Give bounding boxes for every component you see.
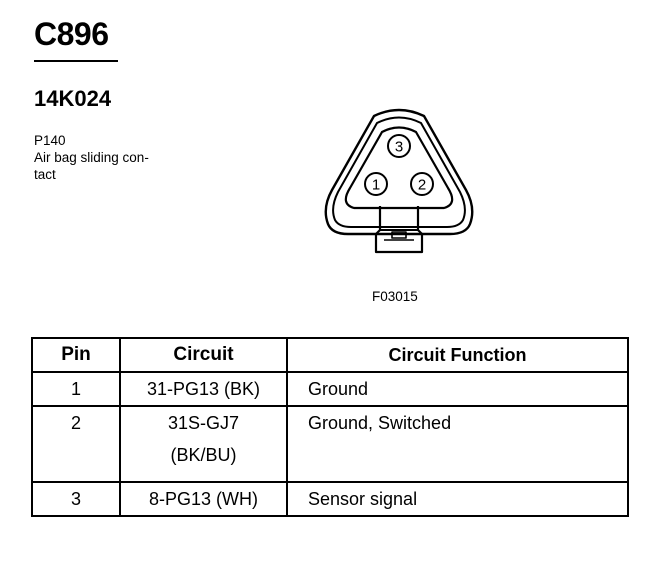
table-row: 1 31-PG13 (BK) Ground xyxy=(31,371,629,407)
header-circuit-function: Circuit Function xyxy=(286,337,629,373)
circuit-code: 8-PG13 (WH) xyxy=(119,481,288,517)
table-row: 3 8-PG13 (WH) Sensor signal xyxy=(31,481,629,517)
description-line-location: P140 xyxy=(34,133,66,148)
pin-label-1: 1 xyxy=(372,177,380,194)
description-line-2: tact xyxy=(34,167,56,182)
circuit-function: Ground xyxy=(286,371,629,407)
circuit-code-line: 31S-GJ7 xyxy=(167,413,240,433)
table-header-row: Pin Circuit Circuit Function xyxy=(31,337,629,373)
pin-number: 1 xyxy=(31,371,121,407)
circuit-function: Ground, Switched xyxy=(286,405,629,483)
pin-table: Pin Circuit Circuit Function 1 31-PG13 (… xyxy=(31,337,629,517)
title-underline xyxy=(34,60,118,62)
part-number: 14K024 xyxy=(34,86,112,111)
pin-cavity-1 xyxy=(364,172,388,196)
connector-pin-face xyxy=(344,126,454,210)
figure-code: F03015 xyxy=(372,289,418,304)
connector-outer-shell xyxy=(324,108,474,236)
header-circuit: Circuit xyxy=(119,337,288,373)
connector-face-diagram: 3 1 2 xyxy=(324,108,474,254)
pin-cavity-2 xyxy=(410,172,434,196)
connector-id: C896 xyxy=(34,16,109,52)
circuit-function: Sensor signal xyxy=(286,481,629,517)
circuit-code: 31S-GJ7 (BK/BU) xyxy=(119,405,288,483)
pin-label-3: 3 xyxy=(395,139,403,156)
pin-label-2: 2 xyxy=(418,177,426,194)
circuit-code: 31-PG13 (BK) xyxy=(119,371,288,407)
description-line-1: Air bag sliding con- xyxy=(34,150,149,165)
locking-tab xyxy=(374,206,424,254)
connector-middle-shell xyxy=(332,116,466,228)
pin-number: 2 xyxy=(31,405,121,483)
pin-cavity-3 xyxy=(387,134,411,158)
connector-description: P140 Air bag sliding con- tact xyxy=(34,132,184,183)
pin-number: 3 xyxy=(31,481,121,517)
table-row: 2 31S-GJ7 (BK/BU) Ground, Switched xyxy=(31,405,629,483)
circuit-code-line: (BK/BU) xyxy=(170,445,237,465)
header-pin: Pin xyxy=(31,337,121,373)
